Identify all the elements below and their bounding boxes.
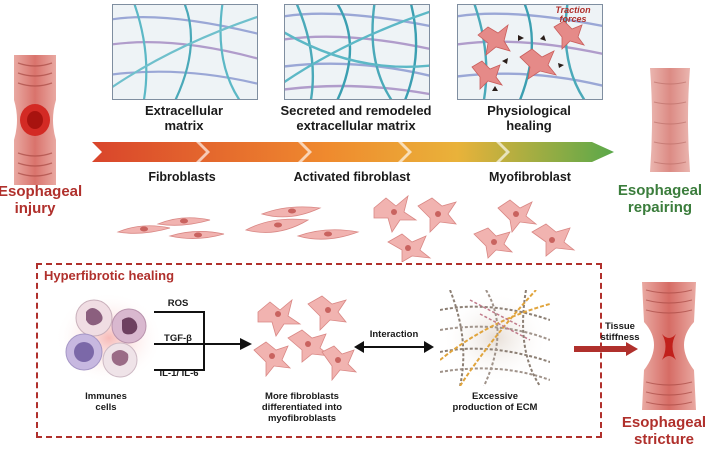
esophageal-injury-label: Esophageal injury xyxy=(0,183,83,218)
interaction-label: Interaction xyxy=(369,329,419,340)
excessive-ecm-illustration xyxy=(440,290,550,386)
traction-forces-note: Traction forces xyxy=(555,5,591,25)
tissue-stiffness-arrow xyxy=(574,342,638,356)
immune-cells-illustration xyxy=(55,292,163,384)
stage-label-ecm: Extracellular matrix xyxy=(144,103,224,133)
injured-esophagus-illustration xyxy=(14,55,56,185)
remodeled-ecm-panel xyxy=(284,4,430,100)
healing-progression-arrow xyxy=(92,142,614,162)
signal-il1-il6: IL-1/ IL-6 xyxy=(159,368,199,379)
excessive-ecm-label: Excessive production of ECM xyxy=(452,391,538,413)
signal-ros: ROS xyxy=(167,298,189,309)
repaired-esophagus-illustration xyxy=(650,68,690,172)
cell-label-myofibroblast: Myofibroblast xyxy=(489,170,571,184)
physiological-healing-panel xyxy=(457,4,603,100)
tissue-stiffness-label: Tissue stiffness xyxy=(600,321,640,343)
hyperfibrotic-healing-title: Hyperfibrotic healing xyxy=(44,268,175,283)
immune-cells-label: Immunes cells xyxy=(85,391,127,413)
fibroblast-cells-row xyxy=(116,194,576,262)
cell-label-fibroblasts: Fibroblasts xyxy=(148,170,216,184)
signaling-bracket-arrow xyxy=(154,311,252,371)
ecm-panel xyxy=(112,4,258,100)
stage-label-remodeled-ecm: Secreted and remodeled extracellular mat… xyxy=(280,103,432,133)
esophageal-stricture-label: Esophageal stricture xyxy=(621,414,707,449)
cell-label-activated-fibroblast: Activated fibroblast xyxy=(293,170,411,184)
more-fibroblasts-label: More fibroblasts differentiated into myo… xyxy=(261,391,343,424)
myofibroblast-cluster xyxy=(253,295,358,382)
signal-tgf-beta: TGF-β xyxy=(164,333,192,344)
esophageal-repairing-label: Esophageal repairing xyxy=(617,182,703,217)
esophageal-stricture-illustration xyxy=(642,282,696,410)
interaction-double-arrow xyxy=(354,341,434,353)
stage-label-physiological-healing: Physiological healing xyxy=(487,103,571,133)
